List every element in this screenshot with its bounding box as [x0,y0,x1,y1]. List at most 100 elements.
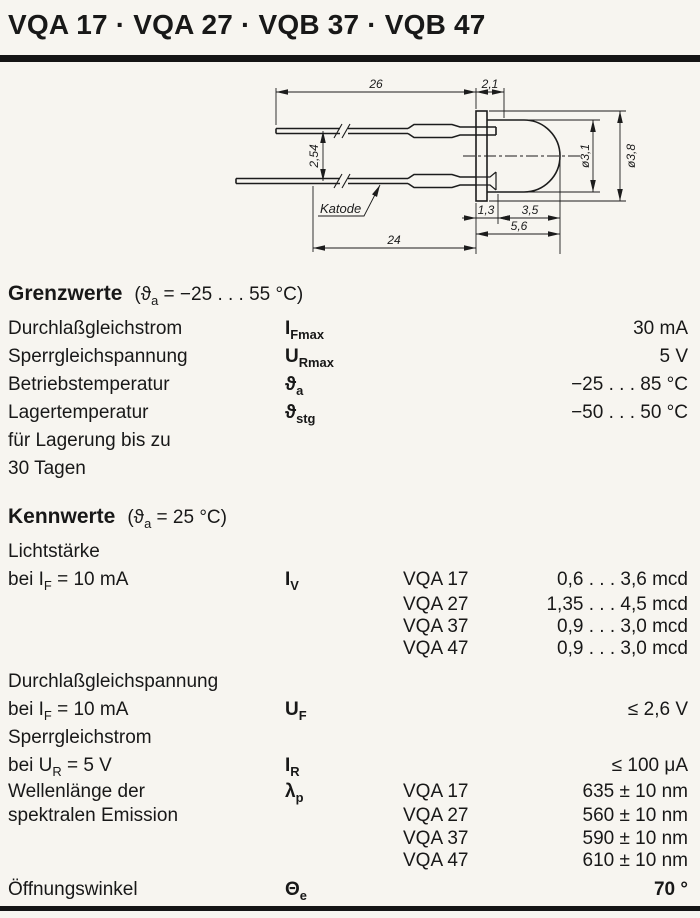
page-title: VQA 17 · VQA 27 · VQB 37 · VQB 47 [8,9,486,40]
variant-value: 0,9 . . . 3,0 mcd [557,638,688,659]
table-row: VQA 37 0,9 . . . 3,0 mcd [8,616,688,638]
row-symbol: IV [285,569,299,593]
grenzwerte-heading: Grenzwerte (ϑa = −25 . . . 55 °C) [8,280,688,309]
row-value: ≤ 100 μA [611,755,688,776]
row-label: spektralen Emission [8,805,179,826]
table-row: Öffnungswinkel Θe 70 ° [8,876,688,904]
table-row: bei IF = 10 mA UF ≤ 2,6 V [8,696,688,724]
dim-2-1-label: 2,1 [481,77,499,91]
kennwerte-condition: (ϑa = 25 °C) [127,507,227,531]
row-label: bei UR = 5 V [8,755,112,779]
row-label: Lagertemperatur [8,402,149,423]
table-row: Sperrgleichstrom [8,724,688,752]
table-row: Sperrgleichspannung URmax 5 V [8,343,688,371]
led-body-outline [235,110,580,202]
variant-type: VQA 17 [403,781,469,802]
dim-3-5-label: 3,5 [522,203,539,217]
variant-value: 560 ± 10 nm [582,805,689,826]
row-label: Betriebstemperatur [8,374,170,395]
dia-3-8-label: ø3,8 [624,144,638,168]
variant-value: 0,6 . . . 3,6 mcd [557,569,688,590]
variant-type: VQA 27 [403,594,469,615]
row-label: für Lagerung bis zu [8,430,171,451]
row-symbol: UF [285,699,307,723]
variant-value: 590 ± 10 nm [582,828,689,849]
kennwerte-title: Kennwerte [8,505,116,528]
table-row: Betriebstemperatur ϑa −25 . . . 85 °C [8,371,688,399]
variant-row: VQA 47 610 ± 10 nm [403,850,688,872]
variant-type: VQA 47 [403,638,469,659]
table-row: VQA 37 590 ± 10 nm [8,828,688,850]
variant-row: VQA 37 590 ± 10 nm [403,828,688,850]
row-symbol: URmax [285,346,334,370]
variant-value: 1,35 . . . 4,5 mcd [546,594,688,615]
kennwerte-table: Lichtstärke bei IF = 10 mA IV VQA 17 0,6 … [8,538,688,904]
row-label: Durchlaßgleichspannung [8,671,219,692]
row-symbol: ϑstg [285,402,316,426]
grenzwerte-title: Grenzwerte [8,282,123,305]
dimension-lines [275,88,626,254]
dim-1-3-label: 1,3 [478,203,495,217]
dia-3-1-label: ø3,1 [578,144,592,168]
row-label: bei IF = 10 mA [8,569,129,593]
table-row: 30 Tagen [8,455,688,483]
table-row: VQA 47 610 ± 10 nm [8,850,688,872]
table-row: Lichtstärke [8,538,688,566]
variant-value: 610 ± 10 nm [582,850,689,871]
row-value: −25 . . . 85 °C [571,374,688,395]
row-value: ≤ 2,6 V [627,699,688,720]
cathode-label: Katode [320,201,361,216]
row-label: Sperrgleichspannung [8,346,188,367]
row-label: Durchlaßgleichstrom [8,318,183,339]
section-kennwerte: Kennwerte (ϑa = 25 °C) Lichtstärke bei IF… [0,503,700,904]
variant-row: VQA 17 0,6 . . . 3,6 mcd [403,566,688,594]
variant-value: 0,9 . . . 3,0 mcd [557,616,688,637]
table-row: Durchlaßgleichstrom IFmax 30 mA [8,315,688,343]
variant-row: VQA 47 0,9 . . . 3,0 mcd [403,638,688,660]
dim-5-6-label: 5,6 [511,219,528,233]
dim-24-label: 24 [386,233,401,247]
drawing-area: 26 2,1 2,54 ø3,1 ø3,8 1,3 3,5 5,6 24 Kat… [0,62,700,270]
table-row: bei IF = 10 mA IV VQA 17 0,6 . . . 3,6 mc… [8,566,688,594]
table-row: VQA 47 0,9 . . . 3,0 mcd [8,638,688,660]
dim-26-label: 26 [368,77,383,91]
row-label: Wellenlänge der [8,781,145,802]
variant-type: VQA 47 [403,850,469,871]
variant-type: VQA 37 [403,828,469,849]
table-row: Durchlaßgleichspannung [8,668,688,696]
row-symbol: λp [285,781,304,805]
row-label: 30 Tagen [8,458,86,479]
title-divider [0,55,700,62]
row-value: 70 ° [653,879,688,900]
row-label: Lichtstärke [8,541,100,562]
row-symbol: ϑa [285,374,304,398]
row-value: −50 . . . 50 °C [571,402,688,423]
section-grenzwerte: Grenzwerte (ϑa = −25 . . . 55 °C) Durchla… [0,280,700,483]
cathode-leader-arrow [318,184,381,217]
header: VQA 17 · VQA 27 · VQB 37 · VQB 47 [0,0,700,55]
row-label: Sperrgleichstrom [8,727,152,748]
row-symbol: Θe [285,879,307,903]
variant-type: VQA 37 [403,616,469,637]
led-dimension-drawing: 26 2,1 2,54 ø3,1 ø3,8 1,3 3,5 5,6 24 Kat… [235,77,638,254]
grenzwerte-table: Durchlaßgleichstrom IFmax 30 mA Sperrgle… [8,315,688,483]
row-label: bei IF = 10 mA [8,699,129,723]
row-value: 5 V [659,346,688,367]
dim-2-54-label: 2,54 [307,144,321,169]
bottom-divider [0,906,700,911]
table-row: Lagertemperatur ϑstg −50 . . . 50 °C [8,399,688,427]
table-row: bei UR = 5 V IR ≤ 100 μA [8,752,688,780]
variant-row: VQA 27 1,35 . . . 4,5 mcd [403,594,688,616]
variant-type: VQA 17 [403,569,469,590]
row-symbol: IFmax [285,318,324,342]
grenzwerte-condition: (ϑa = −25 . . . 55 °C) [134,284,304,308]
table-row: für Lagerung bis zu [8,427,688,455]
row-label: Öffnungswinkel [8,879,138,900]
row-symbol: IR [285,755,300,779]
row-value: 30 mA [633,318,688,339]
